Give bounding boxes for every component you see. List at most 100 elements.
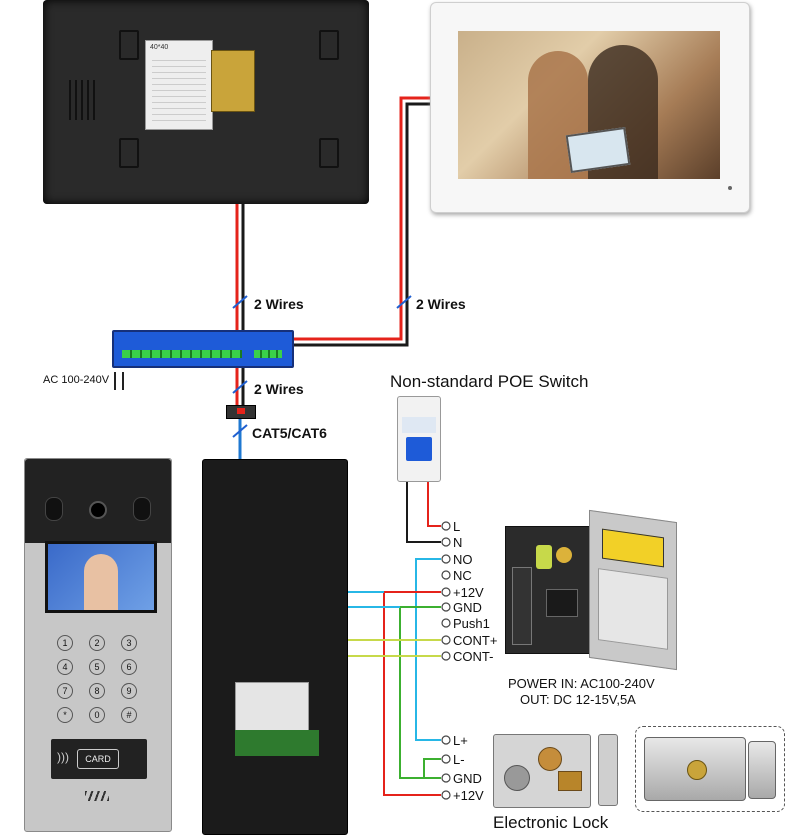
lock-strike-plate [598,734,618,806]
key-label: 8 [94,686,100,696]
terminal-N: N [453,535,463,550]
keypad-key[interactable]: 7 [57,683,73,699]
psu-terminal-block [512,567,532,645]
wire-red-12v [383,591,441,796]
card-reader[interactable]: ))) CARD [51,739,147,779]
keypad-key[interactable]: 0 [89,707,105,723]
terminal-gnd: GND [453,600,482,615]
terminal-L: L [453,519,461,534]
monitor-screen [458,31,720,179]
poe-switch [112,330,294,368]
terminal-cont-minus: CONT- [453,649,494,664]
keypad-key[interactable]: 3 [121,635,137,651]
back-sticker [235,682,309,732]
psu-capacitor [536,545,552,569]
lock-exterior-frame [635,726,785,812]
lock-terminal-L-plus: L+ [453,733,468,748]
breaker-toggle[interactable] [406,437,432,461]
speaker-vents [69,80,99,120]
lock-motor [504,765,530,791]
ir-light [45,497,63,521]
face-graphic [84,554,118,610]
indoor-monitor-back: 40*40 [43,0,369,204]
card-badge: CARD [77,749,119,769]
key-label: 0 [94,710,100,720]
sticker-text: 40*40 [150,44,169,51]
ac-input-label: AC 100-240V [43,374,110,386]
wire-green-lock-L [423,758,441,778]
keypad-key[interactable]: 2 [89,635,105,651]
slash-mark [232,295,248,309]
ir-light [133,497,151,521]
key-label: 5 [94,662,100,672]
speaker-grille [85,791,109,801]
key-label: 2 [94,638,100,648]
rj45-connector [226,405,256,419]
card-label: CARD [85,754,111,764]
terminal-NO: NO [453,552,473,567]
sticker-lines [152,55,206,121]
lock-terminal-L-minus: L- [453,752,465,767]
keypad: 1 2 3 4 5 6 7 8 9 * 0 # [51,635,147,731]
rear-sticker: 40*40 [145,40,213,130]
connector-block [211,50,255,112]
lock-terminal-12v: +12V [453,788,484,803]
terminal-push1: Push1 [453,616,490,631]
door-station-back [202,459,348,835]
terminal-12v: +12V [453,585,484,600]
mount-slot [319,138,339,168]
lock-solenoid [558,771,582,791]
wire-red-white-monitor [290,96,430,341]
terminal-cont-plus: CONT+ [453,633,498,648]
circuit-breaker [397,396,441,482]
keypad-key[interactable]: 5 [89,659,105,675]
keypad-key[interactable]: 9 [121,683,137,699]
slash-mark [396,295,412,309]
key-label: 4 [62,662,68,672]
electronic-lock-title: Electronic Lock [493,813,609,832]
mount-slot [319,30,339,60]
wire-black-white-monitor [290,102,430,347]
indoor-monitor-front [430,2,750,213]
keypad-key[interactable]: # [121,707,137,723]
keypad-key[interactable]: * [57,707,73,723]
power-in-label: POWER IN: AC100-240V [508,676,655,691]
lock-cylinder-icon [687,760,707,780]
switch-terminal-strip [122,350,242,358]
keypad-key[interactable]: 6 [121,659,137,675]
poe-switch-title: Non-standard POE Switch [390,372,589,391]
slash-mark [232,424,248,438]
lock-terminal-gnd: GND [453,771,482,786]
caution-label [602,528,664,568]
keypad-key[interactable]: 8 [89,683,105,699]
wires-label-bottom: 2 Wires [254,381,304,397]
door-station-top [25,459,171,543]
keypad-key[interactable]: 4 [57,659,73,675]
mount-slot [119,138,139,168]
breaker-label-area [402,417,436,433]
door-station-screen [45,541,157,613]
keypad-key[interactable]: 1 [57,635,73,651]
wire-cyan-NO [415,558,441,741]
psu-capacitor [556,547,572,563]
key-label: 1 [62,638,68,648]
lock-body [644,737,746,801]
psu-cover [589,509,677,671]
power-indicator [728,186,732,190]
slash-mark [232,380,248,394]
wiring-board [235,730,319,756]
power-supply [505,509,677,671]
wire-green-gnd [399,606,441,779]
key-label: 3 [126,638,132,648]
wire-black-breaker-N [406,480,441,543]
wires-label-left: 2 Wires [254,296,304,312]
terminal-NC: NC [453,568,472,583]
wires-label-right: 2 Wires [416,296,466,312]
key-label: * [63,710,67,720]
wire-red-breaker-L [427,480,441,527]
key-label: 6 [126,662,132,672]
power-out-label: OUT: DC 12-15V,5A [520,692,636,707]
door-station: 1 2 3 4 5 6 7 8 9 * 0 # ))) CARD [24,458,172,832]
cat-cable-label: CAT5/CAT6 [252,425,327,441]
lock-latch [748,741,776,799]
